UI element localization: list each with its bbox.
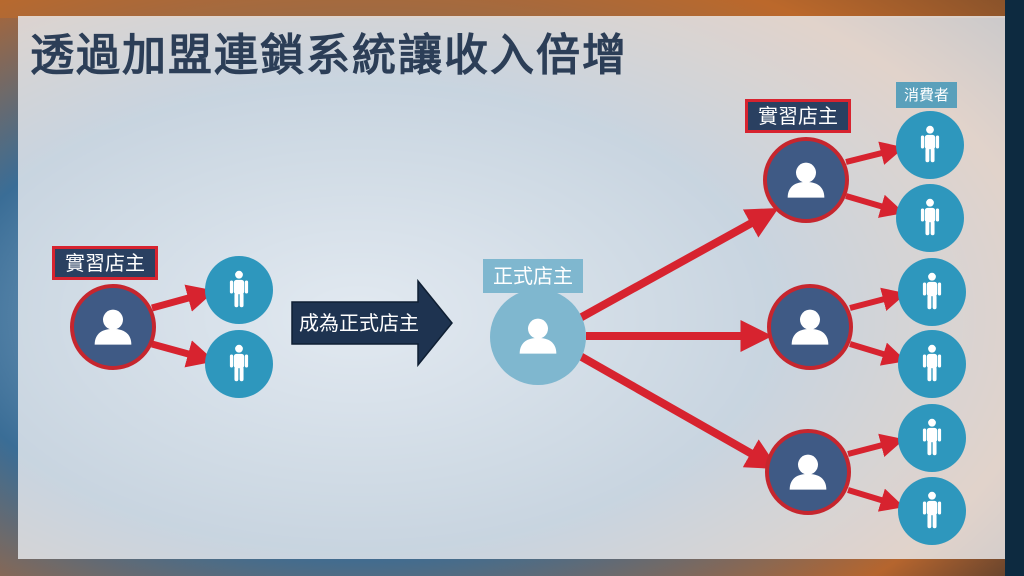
arrow-to-consumer	[151, 284, 216, 312]
consumer-label: 消費者	[896, 82, 958, 108]
intern-owner-label-right: 實習店主	[745, 99, 851, 133]
transition-label: 成為正式店主	[299, 311, 419, 335]
arrow-to-consumer	[845, 141, 905, 165]
arrow-to-consumer	[845, 193, 905, 218]
right-arrow-icon	[291, 278, 453, 368]
formal-owner-label: 正式店主	[483, 259, 583, 293]
arrow-to-consumer	[847, 487, 905, 512]
arrow-to-consumer	[151, 340, 216, 368]
left-consumer-nodes	[205, 256, 273, 398]
page-title: 透過加盟連鎖系統讓收入倍增	[30, 30, 628, 81]
arrow-to-consumer	[849, 287, 907, 311]
arrow-to-consumer	[849, 341, 907, 366]
intern-owner-label-left: 實習店主	[52, 246, 158, 280]
left-intern-owner-node	[70, 284, 156, 370]
right-consumer-nodes	[896, 111, 966, 545]
left-owner-arrows	[151, 284, 216, 368]
formal-owner-arrows	[578, 208, 779, 470]
right-intern-owner-nodes	[763, 137, 853, 515]
arrow-to-intern-bottom	[578, 352, 779, 470]
intern-consumer-arrows	[845, 141, 907, 512]
arrow-to-consumer	[847, 433, 905, 457]
arrow-to-intern-top	[578, 208, 779, 322]
formal-owner-node	[490, 289, 586, 385]
